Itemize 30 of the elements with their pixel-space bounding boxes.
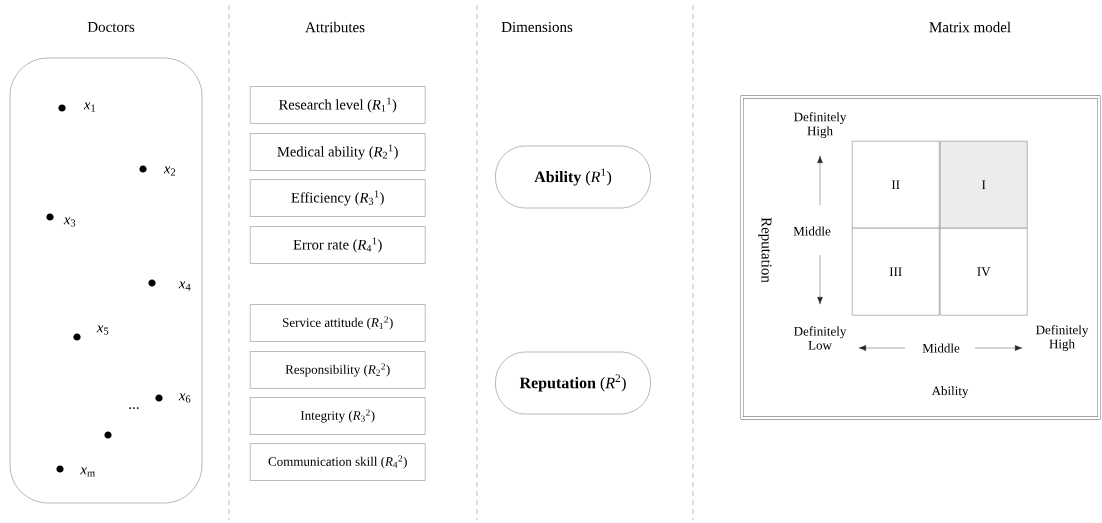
- point-label: x$_{2}$: [163, 166, 176, 176]
- attribute-box: Research level (R$_{1}$$^{1}$): [250, 86, 426, 124]
- attribute-box: Efficiency (R$_{3}$$^{1}$): [250, 179, 426, 217]
- quadrant-cell: I: [940, 141, 1028, 229]
- attribute-box: Error rate (R$_{4}$$^{1}$): [250, 226, 426, 264]
- dimension-pill: Ability (R$^{1}$): [495, 145, 651, 209]
- column-heading: Doctors: [87, 22, 135, 32]
- ellipsis: ...: [129, 407, 139, 409]
- quadrant-cell: III: [852, 228, 940, 316]
- point-label: x$_{m}$: [80, 467, 95, 477]
- attribute-box: Service attitude (R$_{1}$$^{2}$): [250, 304, 426, 342]
- axis-label: Reputation: [758, 217, 772, 283]
- point-label: x$_{4}$: [178, 281, 191, 291]
- column-heading: Attributes: [305, 21, 365, 33]
- column-heading: Dimensions: [501, 21, 573, 33]
- quadrant-cell: II: [852, 141, 940, 229]
- point-label: x$_{5}$: [96, 325, 109, 335]
- axis-label: Ability: [931, 386, 969, 398]
- attribute-box: Communication skill (R$_{4}$$^{2}$): [250, 443, 426, 481]
- scale-label: Middle: [793, 226, 831, 236]
- point-label: x$_{1}$: [83, 102, 96, 112]
- point-label: x$_{3}$: [63, 217, 76, 227]
- point-label: x$_{6}$: [178, 393, 191, 403]
- attribute-box: Integrity (R$_{3}$$^{2}$): [250, 397, 426, 435]
- dimension-pill: Reputation (R$^{2}$): [495, 351, 651, 415]
- attribute-box: Medical ability (R$_{2}$$^{1}$): [250, 133, 426, 171]
- scale-label: Middle: [922, 343, 960, 353]
- quadrant-cell: IV: [940, 228, 1028, 316]
- attribute-box: Responsibility (R$_{2}$$^{2}$): [250, 351, 426, 389]
- column-heading: Matrix model: [929, 21, 1011, 33]
